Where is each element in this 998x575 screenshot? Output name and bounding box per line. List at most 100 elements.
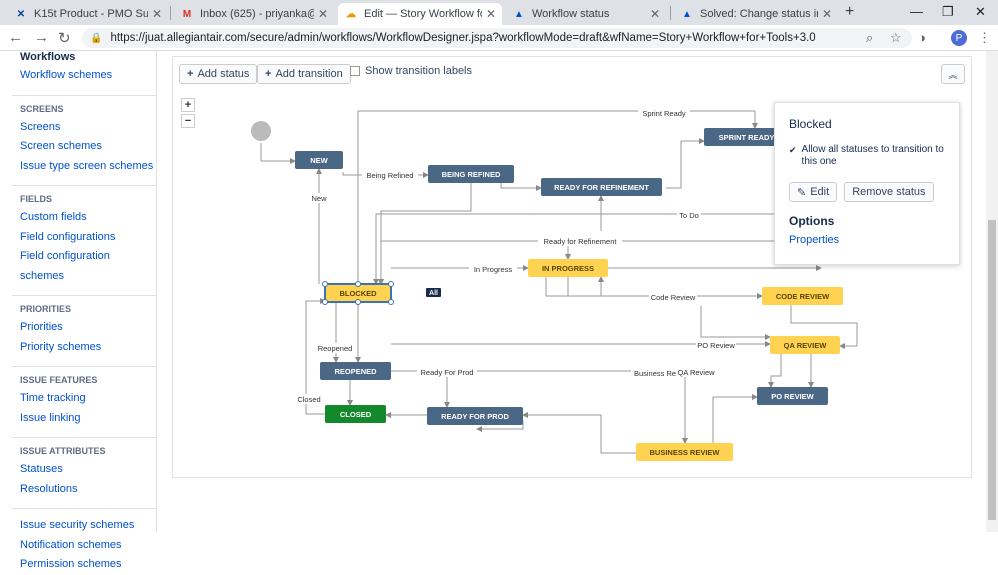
close-tab-icon[interactable]: ✕ (151, 7, 162, 21)
sidebar-item[interactable]: Time tracking (20, 392, 86, 404)
status-new[interactable]: NEW (295, 151, 343, 169)
forward-icon[interactable]: → (34, 29, 49, 46)
scrollbar-thumb[interactable] (988, 220, 996, 520)
restore-icon[interactable]: ❐ (942, 4, 954, 19)
new-tab-icon[interactable]: + (845, 3, 855, 20)
status-code-review[interactable]: CODE REVIEW (762, 287, 843, 305)
transition-line[interactable] (373, 213, 789, 285)
properties-link[interactable]: Properties (789, 234, 840, 246)
status-blocked[interactable]: BLOCKED (322, 281, 394, 305)
transition-line[interactable] (260, 143, 296, 164)
sidebar-item[interactable]: Priorities (20, 321, 63, 333)
add-transition-button[interactable]: +Add transition (257, 64, 351, 84)
sidebar-item[interactable]: Field configurations (20, 230, 116, 243)
browser-tab[interactable]: M Inbox (625) - priyanka@trident ✕ (174, 3, 334, 25)
sidebar-item-workflow-schemes[interactable]: Workflow schemes (20, 69, 113, 81)
transition-label[interactable]: Code Review (651, 293, 696, 302)
collapse-icon[interactable]: ︽ (941, 64, 965, 84)
sidebar-item[interactable]: Custom fields (20, 211, 87, 223)
sidebar-item[interactable]: Permission schemes (20, 558, 122, 570)
resize-handle[interactable] (388, 299, 394, 305)
status-closed[interactable]: CLOSED (325, 405, 386, 423)
zoom-out-button[interactable]: − (181, 114, 195, 128)
transition-label[interactable]: Closed (297, 395, 320, 404)
sidebar-item[interactable]: Notification schemes (20, 538, 122, 551)
transition-line[interactable] (305, 298, 326, 415)
sidebar-item[interactable]: Resolutions (20, 482, 78, 495)
transition-line[interactable] (700, 306, 771, 340)
profile-avatar[interactable]: P (951, 30, 967, 46)
transition-label[interactable]: Reopened (318, 344, 353, 353)
resize-handle[interactable] (322, 299, 328, 305)
transition-label[interactable]: QA Review (677, 368, 715, 377)
status-qa-review[interactable]: QA REVIEW (770, 336, 840, 354)
close-tab-icon[interactable]: ✕ (821, 7, 832, 21)
checkbox[interactable] (350, 66, 360, 76)
close-tab-icon[interactable]: ✕ (649, 7, 660, 21)
transition-line[interactable] (357, 110, 758, 284)
status-ready-prod[interactable]: READY FOR PROD (427, 407, 523, 425)
sidebar-current-item[interactable]: Workflows (20, 51, 76, 63)
sidebar-item[interactable]: Screen schemes (20, 140, 102, 152)
close-tab-icon[interactable]: ✕ (317, 7, 328, 21)
transition-label[interactable]: Business Re (634, 369, 676, 378)
back-icon[interactable]: ← (8, 29, 23, 46)
sidebar-item[interactable]: Priority schemes (20, 340, 102, 353)
transition-line[interactable] (712, 394, 758, 443)
address-bar[interactable]: 🔒 https://juat.allegiantair.com/secure/a… (82, 28, 912, 48)
transition-line[interactable] (476, 421, 524, 432)
status-ready-refinement[interactable]: READY FOR REFINEMENT (541, 178, 662, 196)
all-transition-badge[interactable]: All (426, 288, 441, 297)
sidebar-item[interactable]: Statuses (20, 463, 63, 475)
minimize-icon[interactable]: — (910, 4, 923, 19)
checked-icon[interactable]: ✔ (789, 145, 797, 155)
status-po-review[interactable]: PO REVIEW (757, 387, 828, 405)
transition-line[interactable] (522, 412, 636, 454)
transition-line[interactable] (378, 240, 781, 285)
transition-label[interactable]: PO Review (697, 341, 735, 350)
transition-label[interactable]: New (311, 194, 327, 203)
browser-tab[interactable]: ▲ Solved: Change status in workf ✕ (674, 3, 838, 25)
transition-line[interactable] (768, 354, 782, 388)
zoom-icon[interactable]: ⌕ (866, 30, 874, 45)
status-being-refined[interactable]: BEING REFINED (428, 165, 514, 183)
browser-tab[interactable]: ✕ K15t Product - PMO Support - ✕ (8, 3, 168, 25)
edit-button[interactable]: ✎Edit (789, 182, 838, 202)
menu-icon[interactable]: ⋮ (978, 30, 991, 45)
extension-icon[interactable]: ◑ (918, 30, 926, 45)
sidebar-item[interactable]: Issue linking (20, 411, 81, 424)
transition-line[interactable] (790, 305, 858, 349)
show-transition-labels[interactable]: Show transition labels (350, 65, 472, 77)
close-window-icon[interactable]: ✕ (975, 4, 986, 19)
transition-label[interactable]: To Do (679, 211, 699, 220)
transition-line[interactable] (666, 138, 705, 189)
resize-handle[interactable] (388, 281, 394, 287)
star-icon[interactable]: ☆ (890, 30, 902, 45)
sidebar-item[interactable]: Field configuration schemes (20, 250, 110, 282)
resize-handle[interactable] (355, 281, 361, 287)
reload-icon[interactable]: ↻ (58, 30, 71, 47)
transition-label[interactable]: Sprint Ready (642, 109, 686, 118)
transition-label[interactable]: Ready for Refinement (544, 237, 618, 246)
zoom-in-button[interactable]: + (181, 98, 195, 112)
close-tab-icon[interactable]: ✕ (485, 7, 496, 21)
transition-line[interactable] (378, 183, 472, 285)
status-business-review[interactable]: BUSINESS REVIEW (636, 443, 733, 461)
transition-line[interactable] (545, 276, 604, 297)
transition-line[interactable] (500, 183, 542, 191)
transition-label[interactable]: Being Refined (366, 171, 413, 180)
resize-handle[interactable] (355, 299, 361, 305)
resize-handle[interactable] (322, 281, 328, 287)
browser-tab-active[interactable]: ☁ Edit — Story Workflow for Too ✕ (338, 3, 502, 25)
add-status-button[interactable]: +Add status (179, 64, 258, 84)
sidebar-item[interactable]: Screens (20, 120, 61, 133)
allow-all-checkbox[interactable]: ✔ Allow all statuses to transition to th… (789, 144, 944, 167)
status-in-progress[interactable]: IN PROGRESS (528, 259, 608, 277)
transition-label[interactable]: Ready For Prod (421, 368, 474, 377)
status-reopened[interactable]: REOPENED (320, 362, 391, 380)
browser-tab[interactable]: ▲ Workflow status ✕ (506, 3, 666, 25)
status-sprint-ready[interactable]: SPRINT READY (704, 128, 789, 146)
remove-status-button[interactable]: Remove status (844, 182, 934, 202)
sidebar-item[interactable]: Issue type screen schemes (20, 159, 154, 172)
